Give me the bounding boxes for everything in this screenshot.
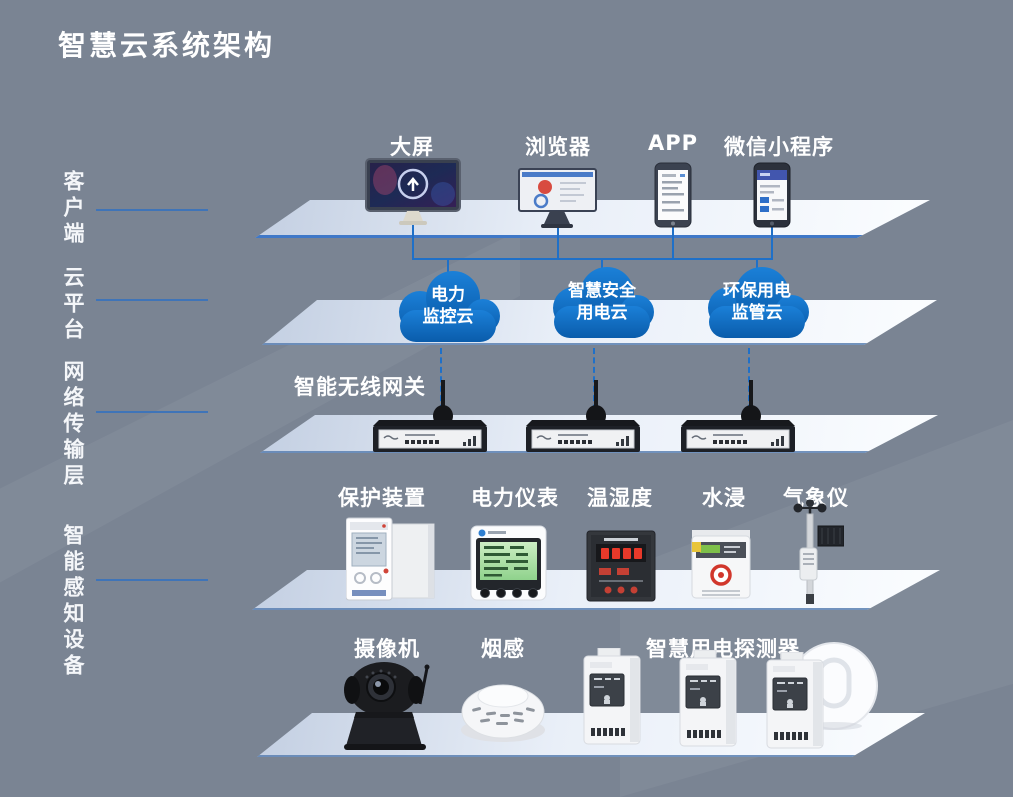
sensor-label-power-meter: 电力仪表 — [471, 486, 559, 510]
device-label-power-detector: 智慧用电探测器 — [646, 637, 800, 661]
side-label-rule — [96, 299, 208, 301]
sensor-label-temp-humidity: 温湿度 — [587, 486, 653, 510]
browser-monitor-icon — [518, 168, 598, 234]
power-monitoring-cloud: 电力 监控云 — [390, 268, 506, 350]
side-label-cloud-platform: 云平台 — [61, 266, 85, 344]
power-detector-module-icon — [678, 649, 738, 754]
client-device-label-wechat-miniprogram: 微信小程序 — [724, 135, 834, 159]
connector-bus — [412, 258, 773, 260]
smoke-detector-icon — [458, 672, 548, 748]
client-device-label-app: APP — [647, 131, 699, 155]
water-sensor-icon — [690, 530, 752, 604]
weather-station-icon — [788, 499, 845, 608]
cloud-label-line1: 智慧安全 — [568, 281, 636, 301]
connector-line — [447, 258, 449, 276]
power-detector-module-icon — [765, 651, 825, 756]
wechat-phone-icon — [753, 162, 791, 232]
wireless-gateway-icon — [365, 380, 495, 462]
side-label-client: 客户端 — [61, 170, 85, 248]
connector-line — [756, 258, 758, 274]
sensor-label-weather: 气象仪 — [783, 486, 849, 510]
cloud-icon — [708, 267, 809, 338]
sensor-label-protection: 保护装置 — [338, 486, 426, 510]
cloud-icon — [399, 271, 500, 342]
temp-humidity-sensor-icon — [586, 530, 656, 606]
protection-device-icon — [345, 516, 438, 608]
side-label-network-layer: 网络传输层 — [61, 360, 85, 490]
connector-line — [771, 226, 773, 258]
camera-icon — [340, 658, 436, 754]
cloud-label-line2: 监管云 — [731, 303, 783, 323]
side-label-rule — [96, 411, 208, 413]
power-meter-icon — [470, 522, 548, 606]
side-label-rule — [96, 579, 208, 581]
cloud-label-line2: 用电云 — [576, 303, 628, 323]
page-title: 智慧云系统架构 — [58, 29, 276, 62]
big-screen-monitor-icon — [365, 158, 461, 232]
cloud-label-line1: 环保用电 — [723, 281, 791, 301]
wireless-gateway-icon — [518, 380, 648, 462]
connector-line — [672, 226, 674, 258]
device-label-smoke: 烟感 — [481, 637, 525, 661]
gateway-label: 智能无线网关 — [294, 375, 426, 399]
connector-line — [557, 224, 559, 258]
sensor-label-water: 水浸 — [702, 486, 746, 510]
side-label-sensing-devices: 智能感知设备 — [61, 524, 85, 680]
wireless-gateway-icon — [673, 380, 803, 462]
connector-line — [601, 258, 603, 274]
smart-safety-power-cloud: 智慧安全 用电云 — [544, 264, 660, 346]
cloud-label-line2: 监控云 — [422, 307, 474, 327]
cloud-icon — [553, 267, 654, 338]
app-phone-icon — [654, 162, 692, 232]
client-device-label-browser: 浏览器 — [525, 135, 591, 159]
device-label-camera: 摄像机 — [354, 637, 420, 661]
side-label-rule — [96, 209, 208, 211]
environmental-power-cloud: 环保用电 监管云 — [699, 264, 815, 346]
connector-line — [412, 218, 414, 258]
client-device-label-bigscreen: 大屏 — [390, 135, 434, 159]
cloud-label-line1: 电力 — [431, 285, 465, 305]
power-detector-module-icon — [582, 647, 642, 752]
